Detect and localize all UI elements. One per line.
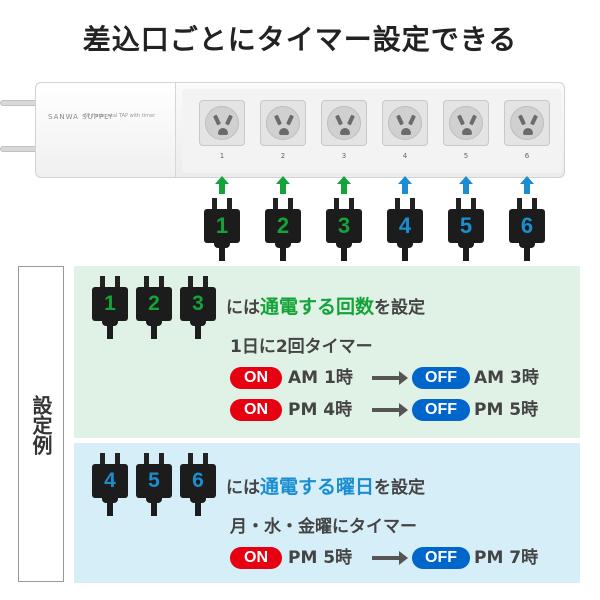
off-time: PM 7時 — [474, 548, 539, 568]
plug-number: 5 — [448, 209, 484, 243]
outlet-number: 6 — [524, 152, 530, 160]
plug-number: 6 — [509, 209, 545, 243]
outlet-number: 1 — [219, 152, 225, 160]
strip-outlet-panel — [182, 89, 562, 173]
schedule-row: ON AM 1時 OFF AM 3時 — [230, 366, 560, 390]
plug-number: 2 — [136, 287, 172, 321]
plug-icon: 3 — [180, 276, 216, 339]
settings-example-label-box: 設定例 — [18, 266, 64, 582]
on-badge: ON — [230, 367, 282, 389]
plug-number: 2 — [265, 209, 301, 243]
arrow-up-icon — [337, 176, 351, 194]
outlet-1 — [199, 100, 245, 146]
strip-end-cap: SANWA SUPPLY 6P Horizontal TAP with time… — [36, 83, 176, 177]
on-time: PM 5時 — [288, 548, 353, 568]
plug-number: 5 — [136, 464, 172, 498]
model-text: 6P Horizontal TAP with timer — [84, 113, 156, 119]
on-badge: ON — [230, 399, 282, 421]
arrow-up-icon — [520, 176, 534, 194]
outlet-number: 5 — [463, 152, 469, 160]
outlet-6 — [504, 100, 550, 146]
on-badge: ON — [230, 547, 282, 569]
example2-subtitle: 月・水・金曜にタイマー — [230, 517, 417, 537]
plug-number: 3 — [326, 209, 362, 243]
plug-icon: 2 — [136, 276, 172, 339]
plug-icon: 4 — [92, 453, 128, 516]
power-cord-lower — [0, 146, 40, 152]
outlet-2 — [260, 100, 306, 146]
arrow-right-icon — [372, 551, 408, 565]
off-badge: OFF — [412, 399, 470, 421]
schedule-row: ON PM 4時 OFF PM 5時 — [230, 398, 560, 422]
plug-icon: 1 — [204, 198, 240, 261]
plug-number: 1 — [204, 209, 240, 243]
arrow-up-icon — [215, 176, 229, 194]
arrow-right-icon — [372, 403, 408, 417]
outlet-4 — [382, 100, 428, 146]
brand-logo: SANWA SUPPLY — [48, 113, 114, 121]
outlet-3 — [321, 100, 367, 146]
off-badge: OFF — [412, 367, 470, 389]
schedule-row: ON PM 5時 OFF PM 7時 — [230, 546, 560, 570]
on-time: PM 4時 — [288, 400, 353, 420]
off-time: AM 3時 — [474, 368, 539, 388]
plug-icon: 1 — [92, 276, 128, 339]
off-time: PM 5時 — [474, 400, 539, 420]
plug-number: 4 — [92, 464, 128, 498]
arrow-up-icon — [398, 176, 412, 194]
off-badge: OFF — [412, 547, 470, 569]
plug-icon: 3 — [326, 198, 362, 261]
plug-number: 6 — [180, 464, 216, 498]
outlet-5 — [443, 100, 489, 146]
power-cord — [0, 100, 40, 106]
plug-number: 3 — [180, 287, 216, 321]
outlet-number: 3 — [341, 152, 347, 160]
plug-icon: 2 — [265, 198, 301, 261]
example1-description: には通電する回数を設定 — [226, 292, 425, 319]
desc-prefix: には — [226, 298, 260, 318]
desc-suffix: を設定 — [374, 298, 426, 318]
outlet-number: 4 — [402, 152, 408, 160]
arrow-up-icon — [459, 176, 473, 194]
headline: 差込口ごとにタイマー設定できる — [82, 23, 518, 56]
arrow-up-icon — [276, 176, 290, 194]
arrow-right-icon — [372, 371, 408, 385]
desc-suffix: を設定 — [374, 478, 426, 498]
settings-example-label: 設定例 — [29, 395, 53, 455]
desc-prefix: には — [226, 478, 260, 498]
desc-highlight: 通電する曜日 — [260, 476, 375, 498]
plug-number: 1 — [92, 287, 128, 321]
desc-highlight: 通電する回数 — [260, 296, 375, 318]
plug-icon: 5 — [448, 198, 484, 261]
plug-icon: 6 — [180, 453, 216, 516]
on-time: AM 1時 — [288, 368, 353, 388]
plug-icon: 4 — [387, 198, 423, 261]
example2-description: には通電する曜日を設定 — [226, 472, 425, 499]
plug-icon: 5 — [136, 453, 172, 516]
example1-subtitle: 1日に2回タイマー — [230, 337, 373, 357]
plug-number: 4 — [387, 209, 423, 243]
outlet-number: 2 — [280, 152, 286, 160]
plug-icon: 6 — [509, 198, 545, 261]
